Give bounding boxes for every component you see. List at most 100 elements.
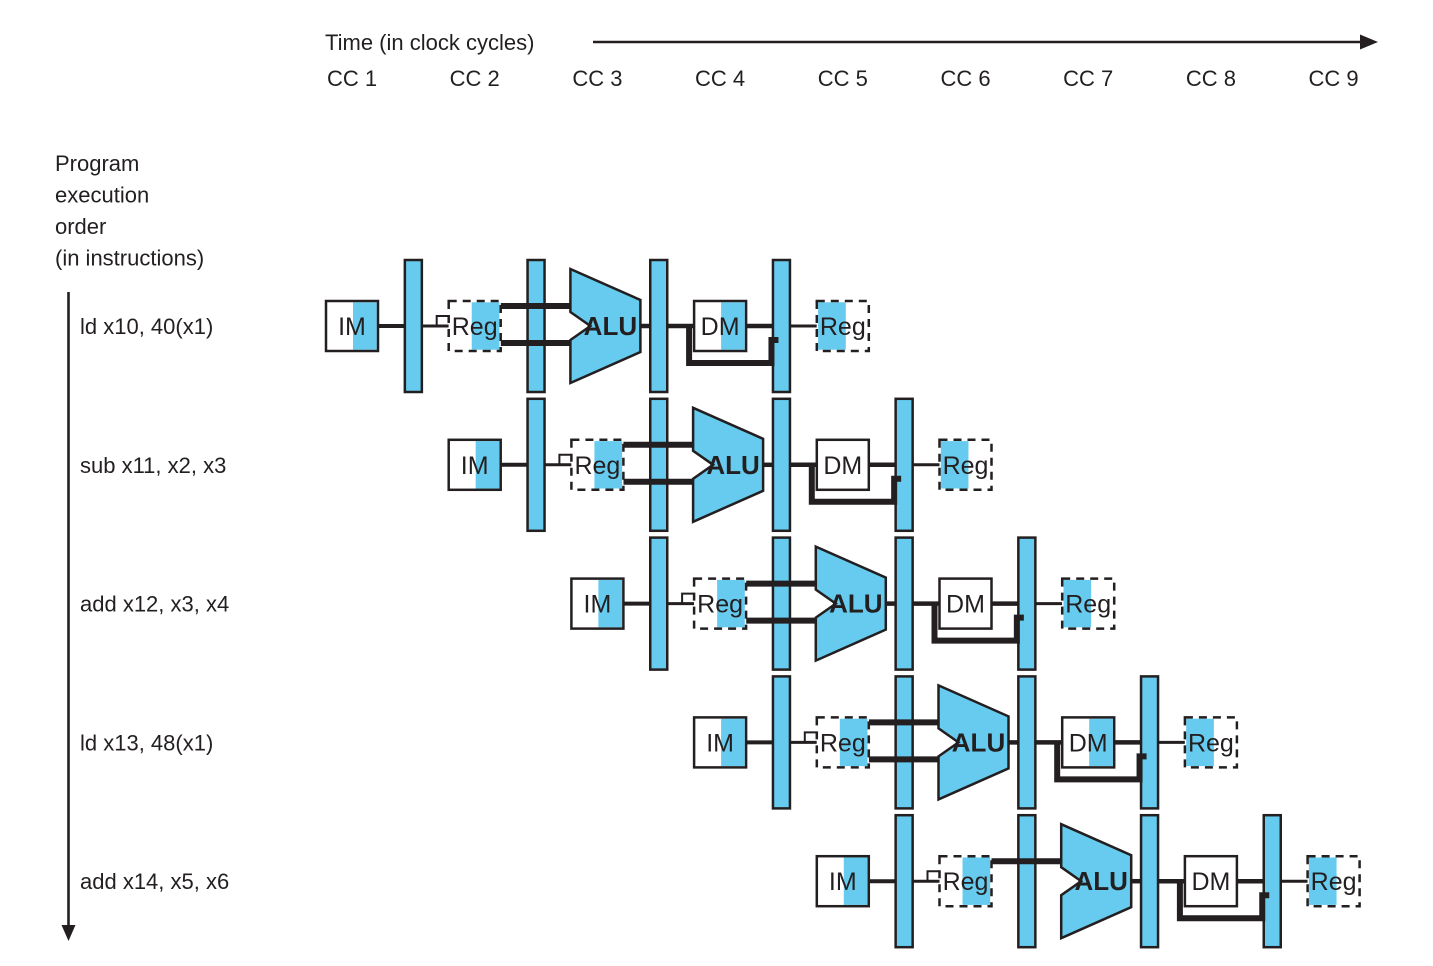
alu-shape <box>1059 822 1133 941</box>
time-axis-label: Time (in clock cycles) <box>325 30 534 55</box>
id-ex-pipeline-register-bar <box>771 536 792 671</box>
reg-read-box-border <box>938 854 993 908</box>
dm-box-border <box>815 438 871 492</box>
reg-read-box-border <box>692 577 748 630</box>
reg-write-box-border <box>1060 577 1116 630</box>
reg-write-label: Reg <box>820 313 866 341</box>
id-ex-pipeline-register-bar <box>894 675 914 810</box>
reg-read-shading <box>839 718 868 767</box>
dm-label: DM <box>823 452 862 480</box>
alu-shape <box>569 267 642 385</box>
writeback-bypass-line <box>686 326 779 366</box>
reg-read-shading <box>471 302 500 350</box>
reg-write-shading <box>1063 579 1092 628</box>
reg-write-box-border <box>1306 854 1361 908</box>
im-label: IM <box>706 729 734 757</box>
mem-wb-pipeline-register-bar <box>1017 536 1037 671</box>
reg-write-label: Reg <box>1065 591 1111 619</box>
alu-label: ALU <box>829 589 882 619</box>
reg-write-box-border <box>1183 716 1239 769</box>
id-ex-pipeline-register-bar <box>649 397 669 533</box>
clock-cycle-label: CC 8 <box>1186 66 1236 91</box>
reg-write-port-notch <box>803 731 817 744</box>
clock-cycle-label: CC 7 <box>1063 66 1113 91</box>
program-order-label-line: Program <box>55 151 139 176</box>
ex-mem-pipeline-register-bar <box>1017 675 1037 810</box>
dm-label: DM <box>946 591 985 619</box>
reg-write-box-border <box>815 299 871 353</box>
program-order-arrowhead <box>61 925 76 941</box>
alu-label: ALU <box>706 450 759 480</box>
clock-cycle-label: CC 9 <box>1309 66 1359 91</box>
im-label: IM <box>829 868 857 896</box>
reg-write-label: Reg <box>1311 868 1357 896</box>
clock-cycle-label: CC 2 <box>450 66 500 91</box>
im-box-border <box>570 577 625 630</box>
alu-label: ALU <box>952 727 1005 757</box>
dm-box-border <box>1060 716 1116 769</box>
clock-cycle-label: CC 3 <box>572 66 622 91</box>
instruction-label: ld x13, 48(x1) <box>80 730 213 755</box>
reg-read-label: Reg <box>697 591 743 619</box>
program-order-label-line: order <box>55 214 106 239</box>
alu-shape <box>937 683 1010 802</box>
im-shading <box>721 718 745 767</box>
if-id-pipeline-register-bar <box>649 536 669 671</box>
program-order-label-line: (in instructions) <box>55 246 204 271</box>
time-axis-arrowhead <box>1360 34 1378 50</box>
reg-write-box-border <box>938 438 993 492</box>
reg-read-box-border <box>447 299 502 353</box>
reg-write-label: Reg <box>1188 729 1234 757</box>
reg-write-label: Reg <box>943 452 989 480</box>
im-box-border <box>324 299 380 353</box>
if-id-pipeline-register-bar <box>771 675 792 810</box>
reg-read-label: Reg <box>574 452 620 480</box>
reg-write-shading <box>1186 718 1214 767</box>
alu-shape <box>814 544 888 663</box>
dm-box-bg <box>939 578 992 629</box>
mem-wb-pipeline-register-bar <box>1139 675 1160 810</box>
dm-box-bg <box>816 439 869 490</box>
ex-mem-pipeline-register-bar <box>649 258 669 394</box>
dm-shading <box>721 302 745 350</box>
reg-read-shading <box>962 857 991 905</box>
im-shading <box>352 302 377 350</box>
reg-read-shading <box>594 441 623 489</box>
id-ex-pipeline-register-bar <box>1017 813 1037 949</box>
reg-write-port-notch <box>681 592 695 605</box>
reg-read-label: Reg <box>820 729 866 757</box>
dm-box-border <box>692 299 748 353</box>
reg-read-box-border <box>815 716 871 769</box>
im-box-border <box>447 438 502 492</box>
dm-label: DM <box>701 313 740 341</box>
reg-read-label: Reg <box>452 313 498 341</box>
im-label: IM <box>461 452 489 480</box>
dm-box-border <box>1183 854 1239 908</box>
reg-read-box-border <box>570 438 625 492</box>
if-id-pipeline-register-bar <box>894 813 914 949</box>
instruction-label: ld x10, 40(x1) <box>80 314 213 339</box>
im-shading <box>843 857 868 905</box>
reg-write-shading <box>818 302 846 350</box>
writeback-bypass-line <box>1054 742 1147 783</box>
dm-label: DM <box>1191 868 1230 896</box>
ex-mem-pipeline-register-bar <box>894 536 914 671</box>
time-header: Time (in clock cycles) CC 1 CC 2 CC 3 CC 4 CC… <box>325 30 1359 91</box>
alu-label: ALU <box>1074 866 1127 896</box>
clock-cycle-label: CC 5 <box>818 66 868 91</box>
instruction-label: sub x11, x2, x3 <box>80 453 226 478</box>
clock-cycle-label: CC 4 <box>695 66 745 91</box>
clock-cycle-label: CC 1 <box>327 66 377 91</box>
instruction-label: add x12, x3, x4 <box>80 592 229 617</box>
dm-box-border <box>938 577 993 630</box>
mem-wb-pipeline-register-bar <box>1262 813 1282 949</box>
reg-read-label: Reg <box>943 868 989 896</box>
writeback-bypass-line <box>808 464 902 505</box>
if-id-pipeline-register-bar <box>526 397 546 533</box>
